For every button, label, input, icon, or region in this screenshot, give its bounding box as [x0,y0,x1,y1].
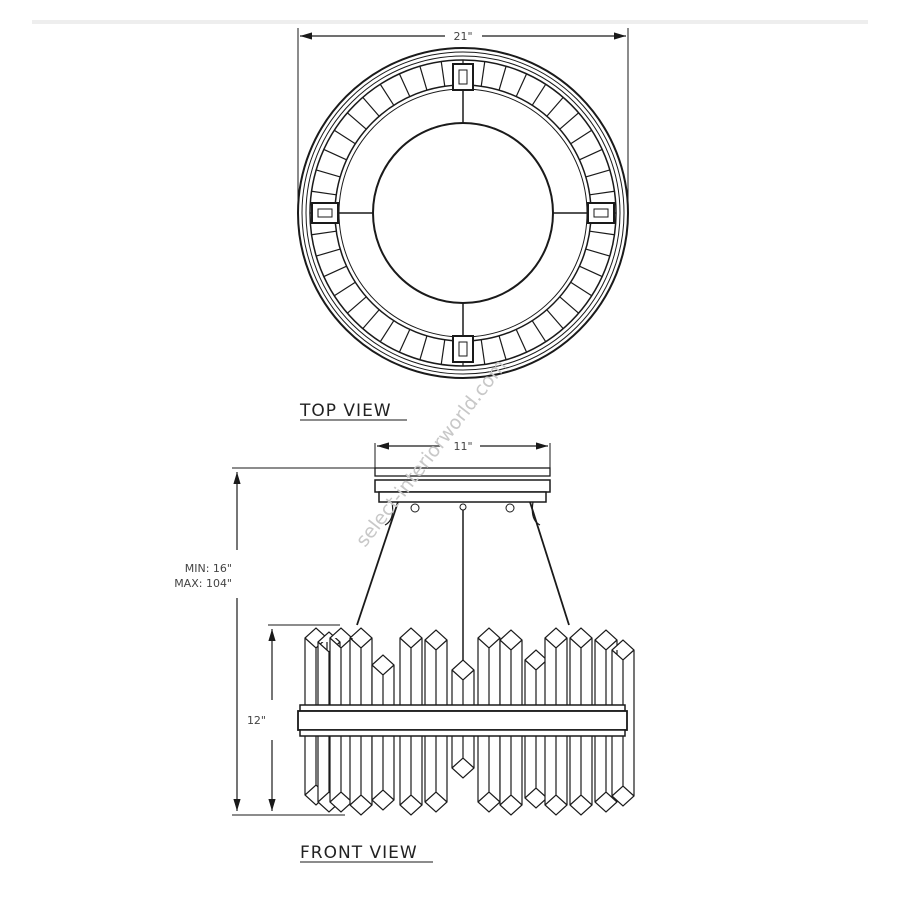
crystal-segment [480,61,486,87]
crystal-segment [398,73,411,97]
crystal-segment [480,339,486,365]
crystal-segment [440,339,446,365]
crystal-segment [498,335,507,360]
crystal-segment [559,296,580,314]
crystal-segment [362,96,380,117]
top-width-dimension: 21" [453,30,472,43]
mount-bracket-south [452,335,474,363]
top-view [297,28,629,379]
crystal-segment [579,265,603,278]
crystal-segment [419,335,428,360]
front-view-label: FRONT VIEW [300,843,418,863]
max-height-dimension: MAX: 104" [174,577,232,590]
crystal-segment [379,83,395,106]
crystal-segment [398,329,411,353]
crystal-segment [498,66,507,91]
crystal-segment [440,61,446,87]
crystal-segment [546,309,564,330]
canopy [374,467,551,526]
min-height-dimension: MIN: 16" [185,562,232,575]
crystal-segment [531,83,547,106]
crystal-segment [419,66,428,91]
crystal-segment [311,190,337,196]
crystal-segment [333,129,356,145]
mount-bracket-north [452,63,474,91]
crystal-segment [585,248,610,257]
front-view [232,442,635,816]
crystal-segment [311,230,337,236]
watermark: select-interiorworld.com [352,355,512,551]
crystal-segment [515,73,528,97]
crystal-segment [589,230,615,236]
crystal-segment [346,112,367,130]
crystal-segment [559,112,580,130]
crystal-segment [570,129,593,145]
mount-bracket-west [311,202,339,224]
top-view-label: TOP VIEW [299,401,392,421]
crystal-segment [579,148,603,161]
crystal-segment [531,320,547,343]
top-divider [32,20,868,24]
crystal-segment [585,169,610,178]
canopy-width-dimension: 11" [453,440,472,453]
mount-bracket-east [587,202,615,224]
crystal-segment [316,169,341,178]
crystal-segment [346,296,367,314]
suspension-cables [356,501,570,660]
crystal-segment [362,309,380,330]
body-height-dimension: 12" [247,714,266,727]
crystal-segment [316,248,341,257]
crystal-segment [570,281,593,297]
crystal-segment [546,96,564,117]
crystal-segment [323,265,347,278]
center-band [297,704,628,737]
crystal-segment [515,329,528,353]
crystal-segment [589,190,615,196]
crystal-segment [379,320,395,343]
crystal-segment [333,281,356,297]
crystal-segment [323,148,347,161]
